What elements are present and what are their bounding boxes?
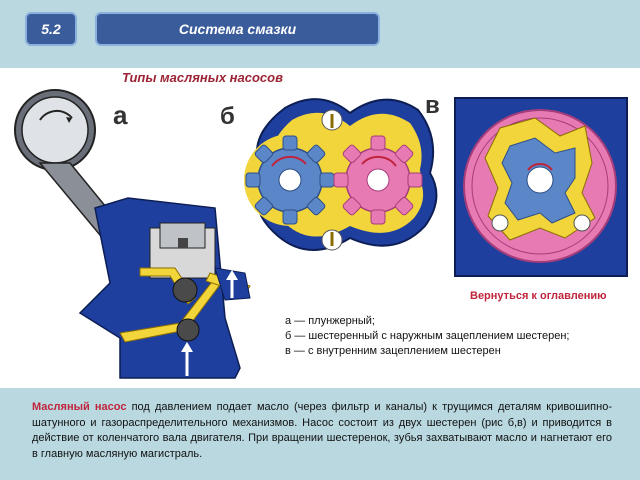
figure-title: Типы масляных насосов <box>122 70 283 85</box>
label-b: б <box>220 103 235 130</box>
label-v: в <box>425 92 440 119</box>
legend-item: а — плунжерный; <box>285 315 375 327</box>
content-area: а <box>0 68 640 388</box>
description-text: под давлением подает масло (через фильтр… <box>32 401 612 460</box>
slide-title: Система смазки <box>95 12 380 46</box>
description-term: Масляный насос <box>32 401 127 413</box>
label-a: а <box>113 100 128 130</box>
pump-types-figure: а <box>14 89 628 379</box>
back-to-contents-link[interactable]: Вернуться к оглавлению <box>470 290 607 302</box>
arrow-up-icon <box>181 342 193 376</box>
internal-gear-pump-illustration <box>454 97 628 277</box>
rotation-arrow-icon <box>66 117 72 123</box>
pump-legend: а — плунжерный; б — шестеренный с наружн… <box>285 314 569 359</box>
slide-number-badge: 5.2 <box>25 12 77 46</box>
plunger-pump-illustration <box>14 89 251 379</box>
legend-item: в — с внутренним зацеплением шестерен <box>285 345 501 357</box>
external-gear-pump-illustration <box>244 98 438 251</box>
legend-item: б — шестеренный с наружным зацеплением ш… <box>285 330 570 342</box>
description-paragraph: Масляный насос под давлением подает масл… <box>32 400 612 462</box>
